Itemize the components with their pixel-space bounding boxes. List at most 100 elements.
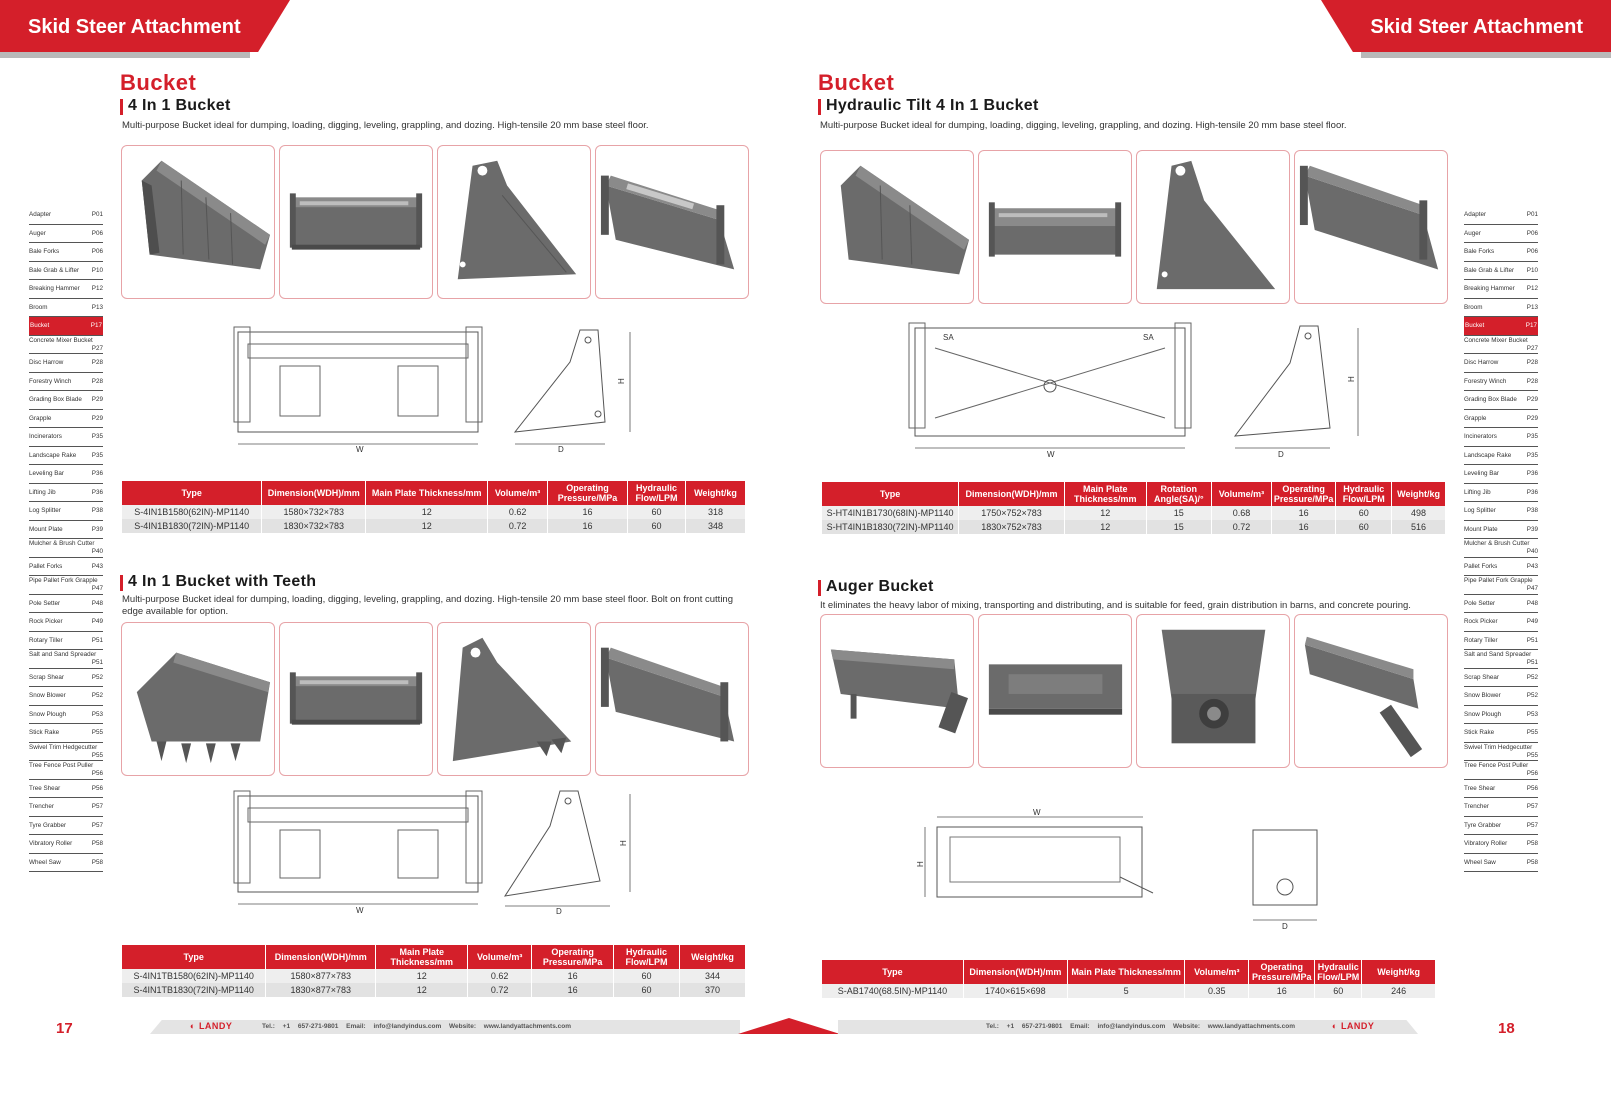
- index-item-page: P52: [1526, 692, 1538, 699]
- index-item-page: P47: [1526, 585, 1538, 592]
- index-item-page: P43: [91, 562, 103, 570]
- index-item-label: Bucket: [30, 322, 50, 329]
- index-item-page: P12: [1526, 285, 1538, 292]
- photo-row-auger-bucket: [820, 614, 1448, 768]
- right-footer-bar: [838, 1020, 1418, 1034]
- index-item-label: Broom: [29, 303, 48, 311]
- index-item-page: P51: [1526, 659, 1538, 666]
- index-item-label: Bale Forks: [29, 248, 60, 255]
- cell: 12: [365, 519, 489, 533]
- index-item-page: P36: [1526, 470, 1538, 477]
- section-title-auger-bucket: Auger Bucket: [818, 578, 934, 596]
- cell: 12: [375, 983, 469, 997]
- index-item-label: Grading Box Blade: [29, 396, 82, 403]
- index-item[interactable]: Disc Harrow P28: [1464, 354, 1538, 373]
- index-item-label: Grapple: [1464, 414, 1487, 422]
- index-item-label: Disc Harrow: [1464, 359, 1499, 366]
- left-category-title: Bucket: [120, 70, 197, 95]
- index-item-page: P56: [1526, 770, 1538, 777]
- index-item-page: P28: [1526, 359, 1538, 366]
- product-photo: [978, 150, 1132, 304]
- product-photo: [1136, 150, 1290, 304]
- index-item-page: P27: [91, 344, 103, 352]
- right-footer-logo: ◐ LANDY: [1332, 1021, 1374, 1031]
- index-item-page: P56: [1526, 784, 1538, 792]
- cell: 370: [679, 983, 746, 997]
- index-item-label: Trencher: [29, 803, 54, 810]
